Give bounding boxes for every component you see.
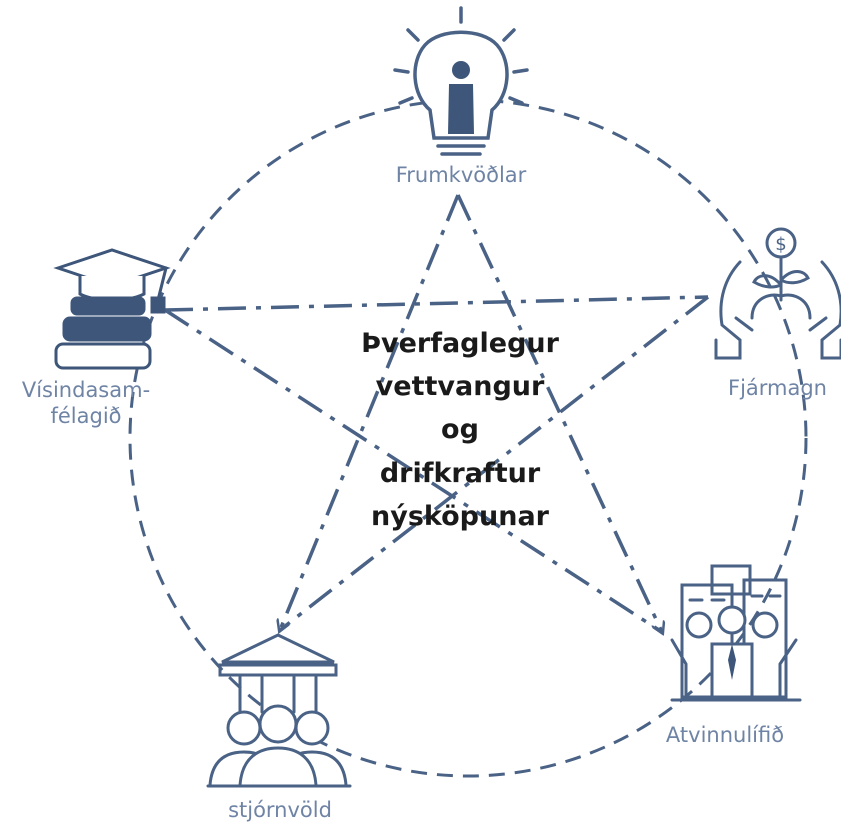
center-line-1: Þverfaglegur <box>361 328 559 359</box>
center-line-2: vettvangur <box>375 371 545 403</box>
label-visindasamfelagid: Vísindasam- félagið <box>6 377 166 430</box>
label-atvinnulifid: Atvinnulífið <box>665 723 785 747</box>
connector-visindi-fjarmagn <box>164 295 709 312</box>
svg-text:$: $ <box>775 234 786 255</box>
lightbulb-person-icon <box>393 6 529 156</box>
connector-frumkvodlar-stjornvold <box>280 194 460 630</box>
label-fjarmagn: Fjármagn <box>727 376 827 400</box>
label-visindasamfelagid-line1: Vísindasam- <box>21 378 151 402</box>
business-people-icon <box>670 564 802 702</box>
connector-frumkvodlar-atvinnulifid <box>456 194 662 632</box>
center-line-4: drifkraftur <box>379 457 541 489</box>
center-line-3: og <box>441 414 479 446</box>
label-visindasamfelagid-line2: félagið <box>50 404 122 429</box>
connector-fjarmagn-stjornvold <box>278 295 710 632</box>
label-stjornvold: stjórnvöld <box>228 798 332 822</box>
connector-visindi-atvinnulifid <box>164 308 663 634</box>
hands-money-plant-icon: $ <box>714 227 841 360</box>
government-building-icon <box>206 633 352 788</box>
books-graduation-cap-icon <box>53 248 171 370</box>
center-line-5: nýsköpunar <box>371 500 549 532</box>
center-statement: Þverfaglegur vettvangur og drifkraftur n… <box>330 322 590 538</box>
label-frumkvodlar: Frumkvöðlar <box>395 163 527 187</box>
pentagram-connections <box>164 194 710 634</box>
